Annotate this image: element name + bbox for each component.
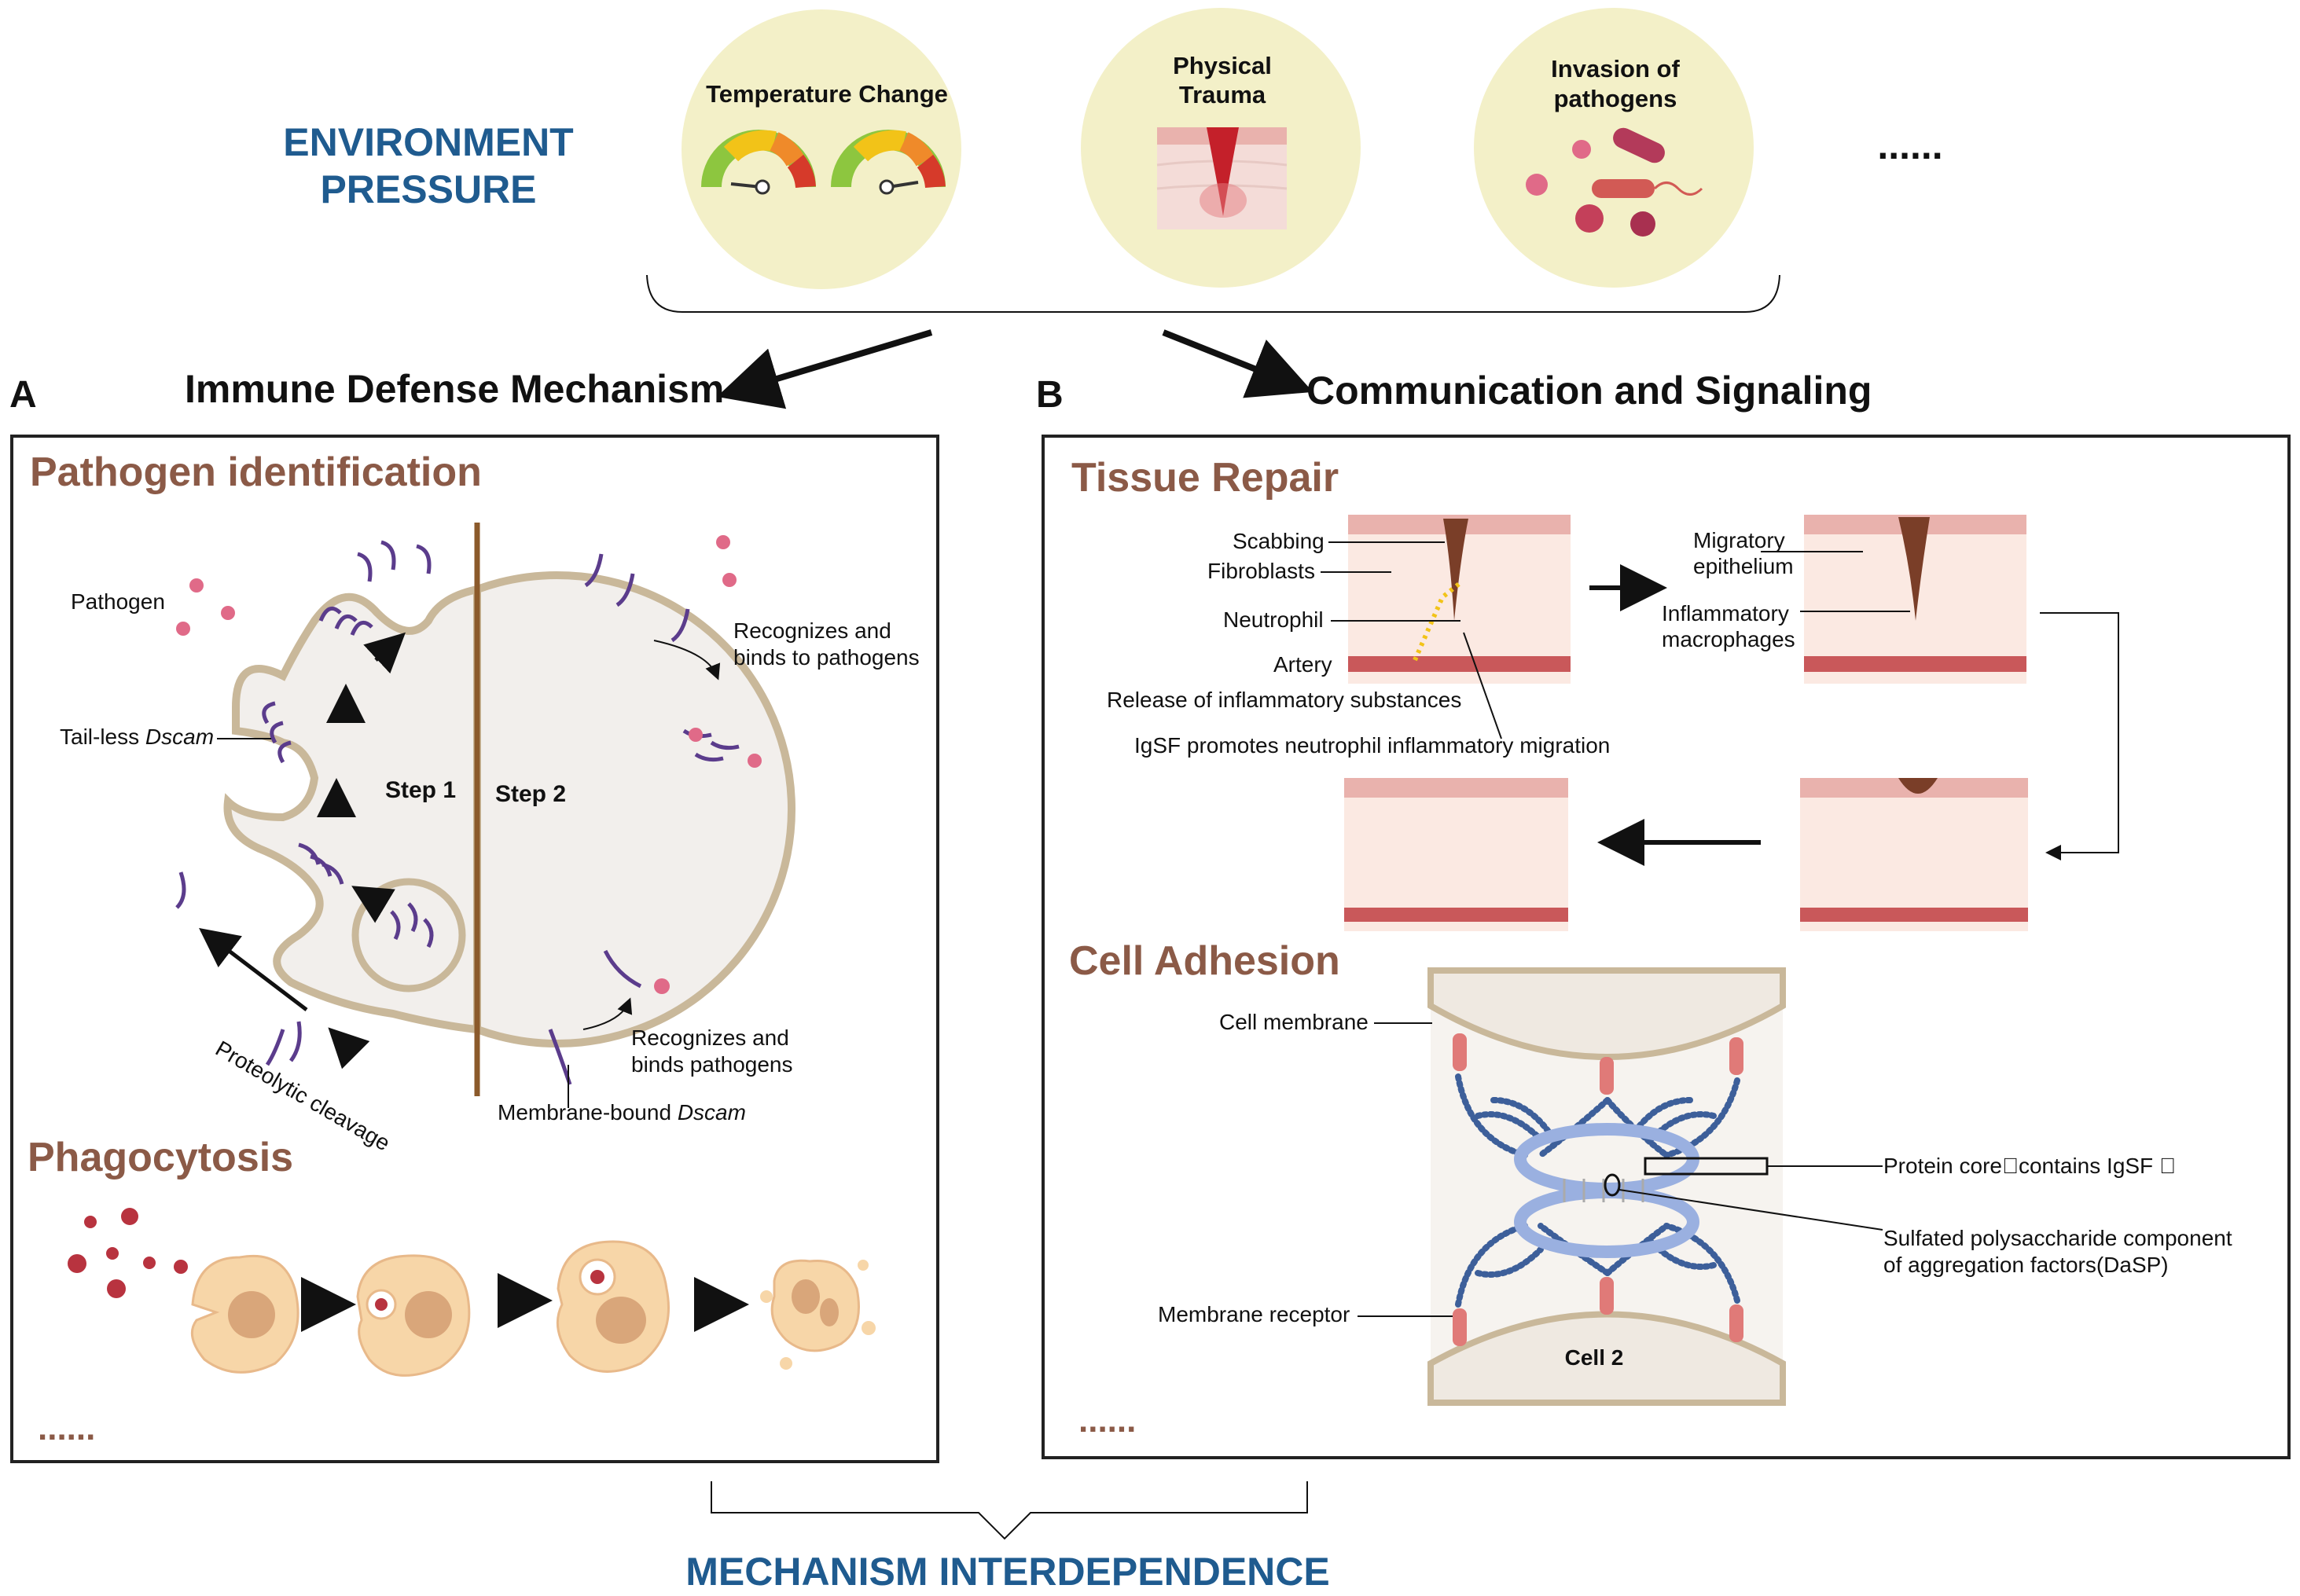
cell-diagram: Step 1 Step 2 <box>175 523 795 1096</box>
panel-a-heading: Immune Defense Mechanism <box>185 367 724 411</box>
dscam-molecules <box>175 540 740 1085</box>
environment-pressure-title: ENVIRONMENT PRESSURE <box>283 120 573 211</box>
bottom-brace <box>711 1481 1308 1540</box>
neutrophil-label: Neutrophil <box>1223 607 1324 632</box>
inflam-line2: macrophages <box>1662 627 1795 651</box>
tissue-repair-diagram <box>1344 515 2119 931</box>
protein-core-label: Protein core contains IgSF   <box>1883 1154 2176 1178</box>
cell2-label: Cell 2 <box>1565 1345 1624 1370</box>
membrane-receptor-label: Membrane receptor <box>1158 1302 1350 1326</box>
arrow-to-panel-a <box>717 329 933 409</box>
recognizes-arrow <box>653 640 721 681</box>
panel-b-letter: B <box>1036 374 1064 416</box>
cell-adhesion-diagram: Cell 2 <box>1427 967 1786 1406</box>
migratory-line1: Migratory <box>1693 528 1785 552</box>
panel-b-heading: Communication and Signaling <box>1306 369 1872 413</box>
pressure-label-line1: Physical <box>1173 52 1272 79</box>
pressure-label-line2: Trauma <box>1179 81 1266 108</box>
arrow-to-panel-b <box>1162 329 1313 398</box>
scabbing-label: Scabbing <box>1233 529 1325 553</box>
tissue-repair-title: Tissue Repair <box>1071 455 1339 501</box>
skin-stage3 <box>1800 778 2028 931</box>
mechanism-interdependence-title: MECHANISM INTERDEPENDENCE <box>685 1550 1330 1594</box>
step-arrows <box>199 632 406 1070</box>
tailless-dscam-label: Tail-less Dscam <box>60 725 214 749</box>
recognizes2-line2: binds pathogens <box>631 1052 793 1077</box>
repair-arrow <box>2040 612 2119 860</box>
leader-line <box>1618 1189 1883 1231</box>
phagocyte-stage2 <box>356 1254 471 1377</box>
pathogen-label: Pathogen <box>71 589 165 614</box>
wound-icon <box>1156 127 1288 229</box>
sulfated-line1: Sulfated polysaccharide component <box>1883 1226 2232 1250</box>
pressure-circle <box>682 9 961 289</box>
pathogen-identification-title: Pathogen identification <box>30 449 482 495</box>
recognizes-line1: Recognizes and <box>733 618 891 643</box>
recognizes2-line1: Recognizes and <box>631 1025 789 1050</box>
panel-a-ellipsis: ...... <box>38 1409 95 1447</box>
phagocytosis-title: Phagocytosis <box>28 1135 293 1180</box>
pressure-pathogens: Invasion of pathogens <box>1474 8 1754 288</box>
pathogen-icons <box>176 535 762 994</box>
phagocytosis-sequence <box>68 1208 876 1377</box>
cell-2-membrane <box>1427 1311 1786 1406</box>
inflam-line1: Inflammatory <box>1662 601 1789 626</box>
pressure-temperature: Temperature Change <box>682 9 961 289</box>
pressure-label-line1: Invasion of <box>1551 55 1680 83</box>
step1-label: Step 1 <box>385 777 456 803</box>
cell-adhesion-title: Cell Adhesion <box>1069 938 1340 984</box>
pressure-label-line2: pathogens <box>1554 85 1677 112</box>
leader-line <box>1463 632 1502 739</box>
pressure-label: Temperature Change <box>706 80 948 108</box>
panel-a-frame <box>10 435 939 1463</box>
membrane-bound-label: Membrane-bound Dscam <box>498 1100 746 1125</box>
panel-b-frame <box>1042 435 2291 1459</box>
igsf-label: IgSF promotes neutrophil inflammatory mi… <box>1134 733 1610 758</box>
cell-1-membrane <box>1427 967 1786 1060</box>
env-title-line2: PRESSURE <box>320 167 536 211</box>
phagocyte-stage4 <box>760 1259 876 1370</box>
gauge-icon <box>831 130 946 195</box>
panel-a-letter: A <box>9 374 37 416</box>
panel-b-ellipsis: ...... <box>1078 1401 1136 1440</box>
fibroblasts-label: Fibroblasts <box>1207 559 1315 583</box>
top-brace <box>646 274 1780 313</box>
release-label: Release of inflammatory substances <box>1107 688 1461 712</box>
skin-stage1 <box>1348 515 1571 684</box>
phagocyte-stage3 <box>556 1240 670 1373</box>
cell-membrane-step2 <box>476 571 795 1047</box>
pressure-trauma: Physical Trauma <box>1081 8 1361 288</box>
skin-stage4 <box>1344 778 1568 931</box>
skin-stage2 <box>1804 515 2026 684</box>
membrane-receptors <box>1453 1033 1743 1346</box>
recognizes-arrow <box>582 997 633 1030</box>
sulfated-marker <box>1604 1173 1621 1197</box>
recognizes-line2: binds to pathogens <box>733 645 920 670</box>
cell-membrane-label: Cell membrane <box>1219 1010 1369 1034</box>
step2-label: Step 2 <box>495 781 566 807</box>
gauge-icon <box>701 130 816 195</box>
virus-icons <box>68 1208 188 1298</box>
pathogens-icon <box>1526 127 1703 237</box>
migratory-line2: epithelium <box>1693 554 1794 578</box>
artery-label: Artery <box>1273 652 1332 677</box>
pressure-ellipsis: ...... <box>1877 123 1942 167</box>
env-title-line1: ENVIRONMENT <box>283 120 573 164</box>
pressure-circle <box>1474 8 1754 288</box>
phagocyte-stage1 <box>190 1254 299 1374</box>
sulfated-line2: of aggregation factors(DaSP) <box>1883 1253 2169 1277</box>
